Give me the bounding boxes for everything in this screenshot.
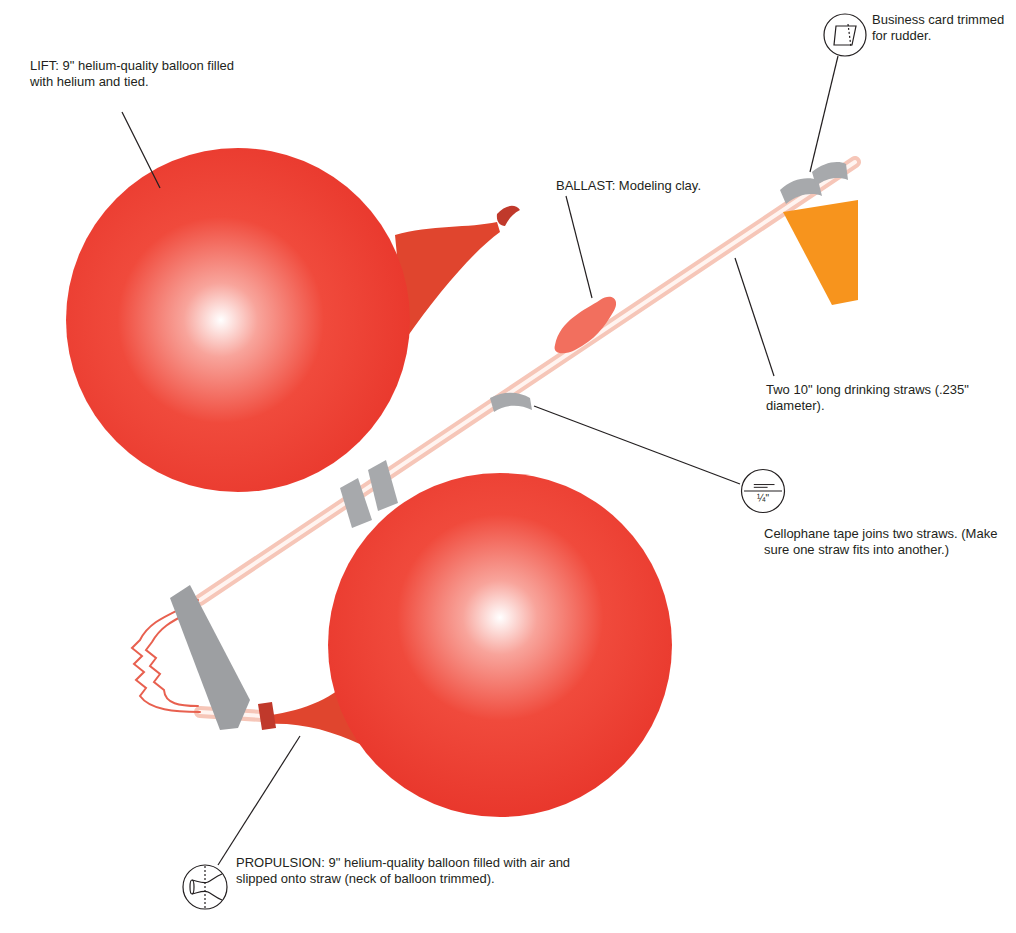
callout-label: Business card trimmed for rudder. xyxy=(872,12,1012,44)
callout-label: PROPULSION: 9" helium-quality balloon fi… xyxy=(236,855,596,887)
callout-label: Cellophane tape joins two straws. (Make … xyxy=(764,526,1009,558)
dimension-text: ¼" xyxy=(740,468,786,504)
icon-circle xyxy=(740,468,786,514)
rudder xyxy=(783,200,858,305)
lift-balloon xyxy=(66,148,520,492)
callout-label: BALLAST: Modeling clay. xyxy=(556,178,756,194)
propulsion-balloon xyxy=(258,473,672,817)
card-icon xyxy=(824,14,866,56)
tape-icon: ¼" xyxy=(740,468,786,514)
ballast-clay xyxy=(555,297,617,353)
callout-label: LIFT: 9" helium-quality balloon filled w… xyxy=(30,58,245,90)
leader-line xyxy=(122,56,838,865)
neck-icon xyxy=(183,865,227,909)
callout-label: Two 10" long drinking straws (.235" diam… xyxy=(766,382,981,414)
